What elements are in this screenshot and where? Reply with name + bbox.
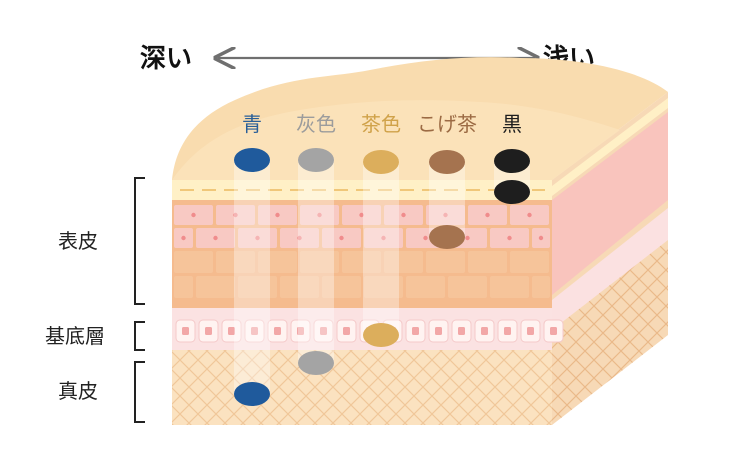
pigment-dot-brown-surface (363, 150, 399, 174)
pigment-dot-gray-deep (298, 351, 334, 375)
skin-block (172, 57, 668, 425)
epidermis-cell (510, 251, 549, 273)
cell-nucleus (317, 212, 322, 218)
epidermis-cell (322, 276, 361, 298)
pigment-label-brown: 茶色 (361, 112, 401, 136)
epidermis-cell (468, 251, 507, 273)
basal-cell-nucleus (412, 327, 419, 335)
layer-labels: 表皮 基底層 真皮 (45, 177, 145, 423)
cell-nucleus (255, 235, 260, 241)
cell-nucleus (359, 212, 364, 218)
epidermis-cell (384, 251, 423, 273)
pigment-column (363, 160, 399, 335)
cell-nucleus (275, 212, 280, 218)
basal-cell-nucleus (205, 327, 212, 335)
cell-nucleus (233, 212, 238, 218)
basal-cell-nucleus (320, 327, 327, 335)
cell-nucleus (297, 235, 302, 241)
pigment-dot-black-surface (494, 149, 530, 173)
cell-nucleus (401, 212, 406, 218)
basal-cell-nucleus (251, 327, 258, 335)
epidermis-cell (406, 276, 445, 298)
cell-nucleus (465, 235, 470, 241)
epidermis-cell (238, 276, 277, 298)
layer-label-epidermis: 表皮 (58, 229, 98, 253)
dermis-bracket (134, 361, 145, 423)
pigment-label-black: 黒 (502, 112, 522, 136)
epidermis-cells (174, 205, 550, 298)
basal-cell-nucleus (274, 327, 281, 335)
epidermis-cell (426, 251, 465, 273)
pigment-dots (234, 148, 530, 406)
epidermis-cell (258, 251, 297, 273)
pigment-dot-dark-brown-deep (429, 225, 465, 249)
epidermis-cell (532, 276, 550, 298)
cell-nucleus (507, 235, 512, 241)
basal-cell-nucleus (527, 327, 534, 335)
basal-cell-nucleus (182, 327, 189, 335)
epidermis-cell (490, 276, 529, 298)
cell-nucleus (443, 212, 448, 218)
pigment-dot-blue-deep (234, 382, 270, 406)
epidermis-cell (364, 276, 403, 298)
epidermis-bracket (134, 177, 145, 305)
epidermis-cell (196, 276, 235, 298)
layer-label-basal: 基底層 (45, 324, 105, 348)
cell-nucleus (213, 235, 218, 241)
pigment-columns (234, 160, 530, 394)
epidermis-cell (280, 276, 319, 298)
pigment-column (234, 160, 270, 394)
cell-nucleus (381, 235, 386, 241)
epidermis-cell (448, 276, 487, 298)
basal-cell-nucleus (297, 327, 304, 335)
epidermis-cell (174, 251, 213, 273)
pigment-label-blue: 青 (242, 112, 262, 136)
depth-deep-label: 深い (140, 44, 192, 74)
pigment-label-dark-brown: こげ茶 (417, 112, 477, 136)
pigment-dot-dark-brown-surface (429, 150, 465, 174)
pigment-dot-brown-deep (363, 323, 399, 347)
pigment-dot-black-deep (494, 180, 530, 204)
epidermis-cell (342, 251, 381, 273)
depth-axis: 深い 浅い (140, 44, 595, 74)
cell-nucleus (181, 235, 186, 241)
basal-cell-nucleus (504, 327, 511, 335)
basal-cell-nucleus (550, 327, 557, 335)
pigment-dot-blue-surface (234, 148, 270, 172)
cell-nucleus (485, 212, 490, 218)
basal-bracket (134, 321, 145, 351)
basal-cell-nucleus (458, 327, 465, 335)
basal-cell-nucleus (435, 327, 442, 335)
layer-label-dermis: 真皮 (58, 379, 98, 403)
epidermis-cell (300, 251, 339, 273)
basal-cell-nucleus (481, 327, 488, 335)
pigment-column (298, 160, 334, 363)
pigment-label-gray: 灰色 (296, 112, 336, 136)
epidermis-cell (174, 276, 193, 298)
basal-cell-nucleus (228, 327, 235, 335)
cell-nucleus (191, 212, 196, 218)
pigment-labels: 青 灰色 茶色 こげ茶 黒 (242, 112, 522, 136)
pigment-dot-gray-surface (298, 148, 334, 172)
cell-nucleus (538, 235, 544, 241)
cell-nucleus (527, 212, 532, 218)
epidermis-cell (216, 251, 255, 273)
basal-cell-nucleus (343, 327, 350, 335)
cell-nucleus (423, 235, 428, 241)
cell-nucleus (339, 235, 344, 241)
